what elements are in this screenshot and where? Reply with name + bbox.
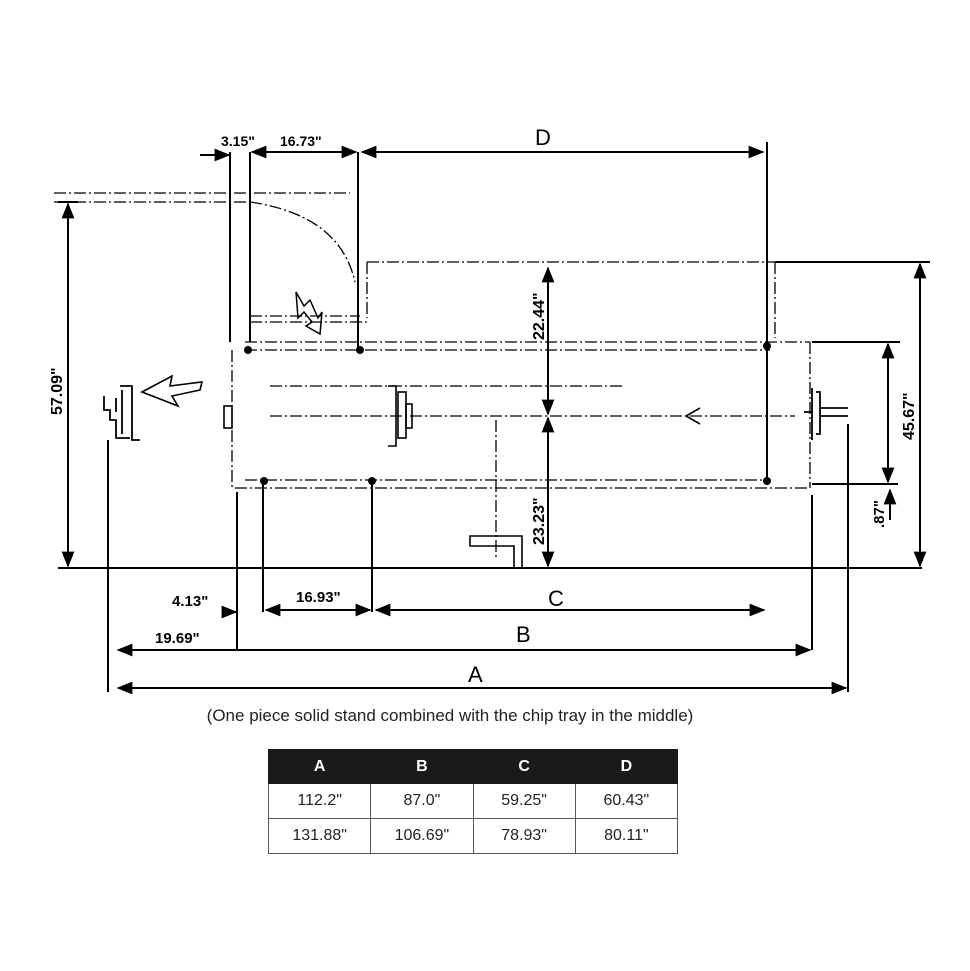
dim-label-45-67: 45.67" <box>901 392 918 440</box>
hollow-arrow-left-icon <box>140 374 204 408</box>
table-header-c: C <box>472 749 576 784</box>
table-header-b: B <box>370 749 474 784</box>
table-header-d: D <box>574 749 679 784</box>
diagram-caption: (One piece solid stand combined with the… <box>206 706 694 725</box>
extension-lines <box>58 142 930 692</box>
dim-label-87: .87" <box>871 500 888 528</box>
headstock-chuck-icon <box>388 385 413 447</box>
table-cell: 112.2" <box>267 783 372 819</box>
end-plate-icon <box>223 405 233 429</box>
dim-label-16-73: 16.73" <box>280 133 322 149</box>
dim-label-d: D <box>535 125 551 150</box>
table-header-row: A B C D <box>267 749 679 784</box>
dim-label-22-44: 22.44" <box>531 292 548 340</box>
table-row: 131.88" 106.69" 78.93" 80.11" <box>267 818 679 854</box>
dim-label-57-09: 57.09" <box>49 367 66 415</box>
table-cell: 60.43" <box>574 783 679 819</box>
table-cell: 59.25" <box>472 783 576 819</box>
dim-label-19-69: 19.69" <box>155 630 200 647</box>
dimension-arrows <box>61 145 927 695</box>
dim-label-4-13: 4.13" <box>172 593 208 610</box>
table-cell: 106.69" <box>370 818 474 854</box>
dim-label-16-93: 16.93" <box>296 589 341 606</box>
anchor-points <box>244 342 771 485</box>
direction-arrow-icon <box>684 407 701 425</box>
left-chuck-icon <box>103 385 140 441</box>
lightning-arrow-icon <box>295 291 323 336</box>
dim-label-a: A <box>468 662 483 687</box>
dim-label-23-23: 23.23" <box>531 497 548 545</box>
dim-label-c: C <box>548 586 564 611</box>
dim-label-b: B <box>516 622 531 647</box>
table-cell: 131.88" <box>267 818 372 854</box>
chip-tray-bracket-icon <box>469 535 523 569</box>
dimension-spec-table: A B C D 112.2" 87.0" 59.25" 60.43" 131.8… <box>267 749 679 854</box>
table-row: 112.2" 87.0" 59.25" 60.43" <box>267 783 679 819</box>
table-header-a: A <box>267 749 372 784</box>
table-cell: 87.0" <box>370 783 474 819</box>
machine-outline <box>54 192 811 560</box>
tailstock-icon <box>804 388 848 440</box>
table-cell: 78.93" <box>472 818 576 854</box>
table-cell: 80.11" <box>574 818 679 854</box>
dim-label-3-15: 3.15" <box>221 133 255 149</box>
